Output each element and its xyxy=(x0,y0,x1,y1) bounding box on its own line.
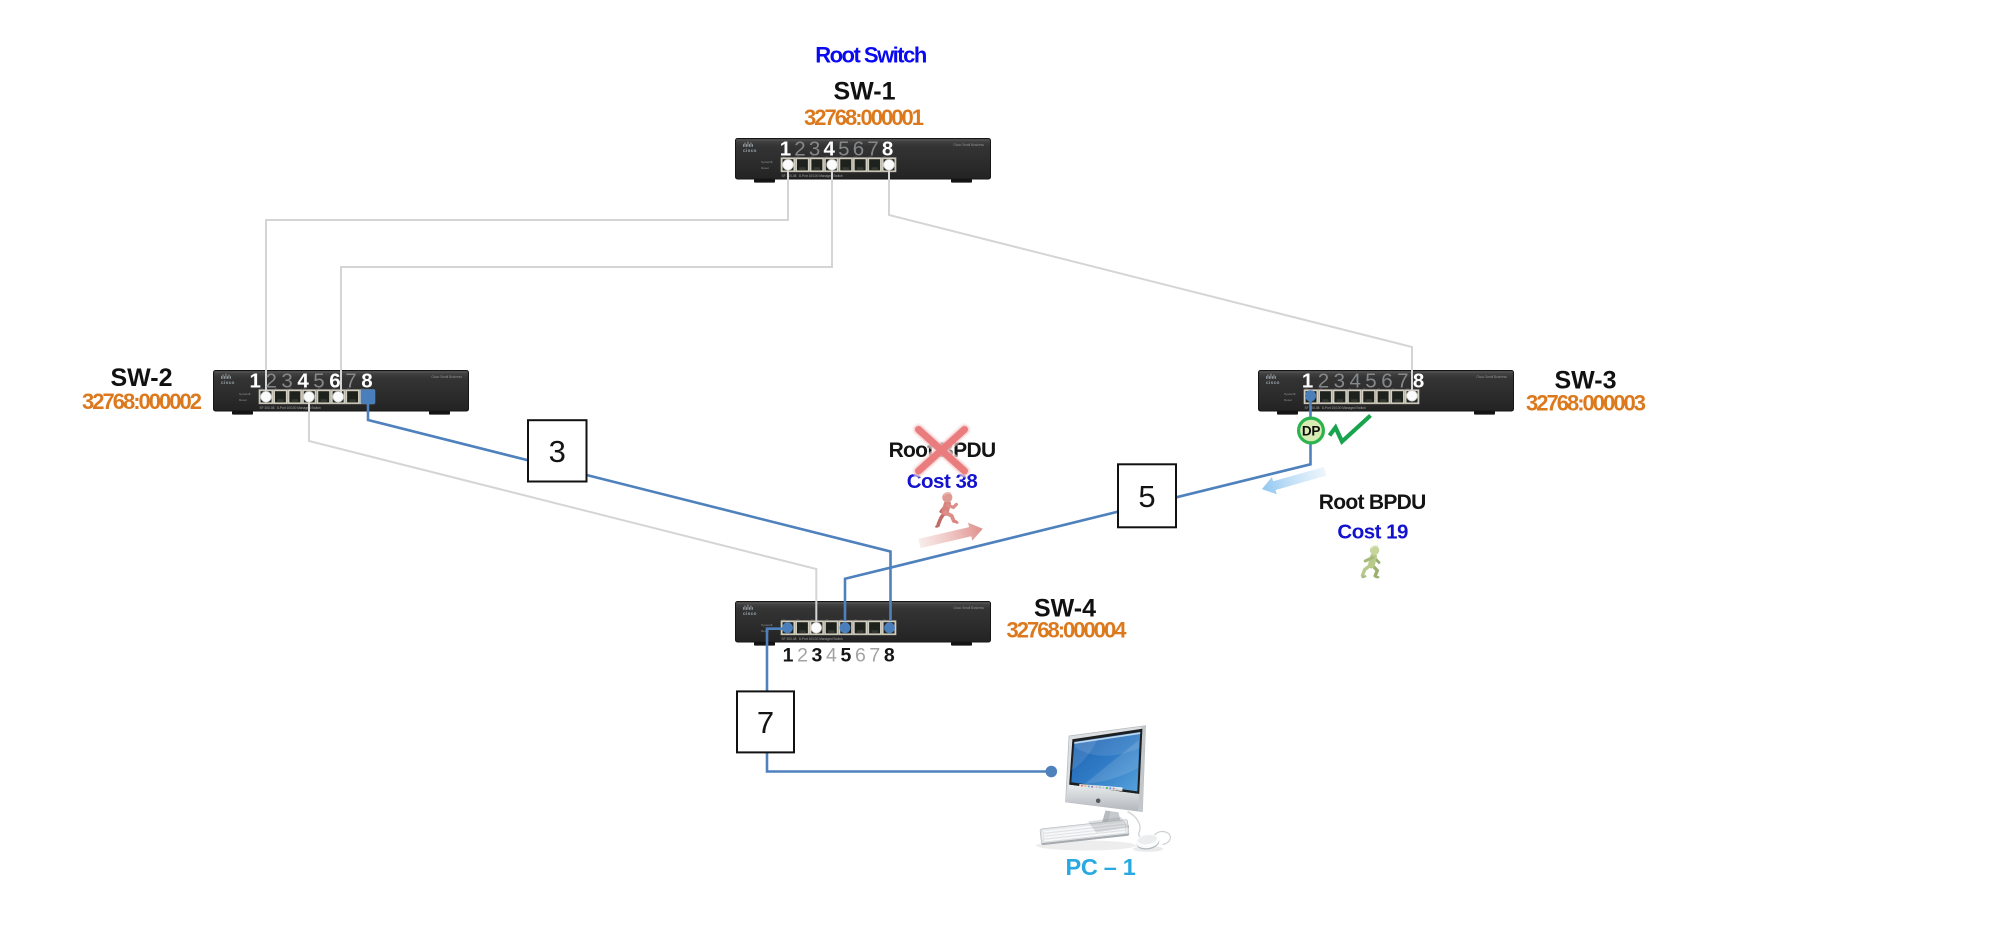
svg-text:32768:000003: 32768:000003 xyxy=(1526,391,1646,416)
svg-text:7: 7 xyxy=(1397,370,1408,393)
svg-text:6: 6 xyxy=(855,645,866,667)
svg-text:6: 6 xyxy=(1381,370,1392,393)
svg-text:1: 1 xyxy=(249,370,260,393)
svg-text:8: 8 xyxy=(882,138,893,161)
svg-text:32768:000001: 32768:000001 xyxy=(804,105,924,130)
svg-text:3: 3 xyxy=(549,434,566,469)
svg-text:Root Switch: Root Switch xyxy=(815,43,927,68)
svg-text:7: 7 xyxy=(757,705,774,740)
svg-text:3: 3 xyxy=(811,645,822,667)
svg-text:6: 6 xyxy=(329,370,340,393)
svg-text:SW-3: SW-3 xyxy=(1555,367,1617,395)
svg-text:Cost 19: Cost 19 xyxy=(1337,520,1408,543)
svg-text:SW-4: SW-4 xyxy=(1034,594,1096,622)
svg-text:7: 7 xyxy=(345,370,356,393)
svg-text:4: 4 xyxy=(826,645,837,667)
svg-text:1: 1 xyxy=(783,645,794,667)
svg-text:32768:000004: 32768:000004 xyxy=(1007,618,1128,643)
svg-text:8: 8 xyxy=(361,370,372,393)
svg-text:6: 6 xyxy=(853,138,864,161)
svg-text:4: 4 xyxy=(297,370,309,393)
svg-text:5: 5 xyxy=(1138,479,1155,514)
svg-text:PC – 1: PC – 1 xyxy=(1065,854,1135,880)
svg-text:2: 2 xyxy=(794,138,805,161)
svg-text:5: 5 xyxy=(840,645,851,667)
svg-text:8: 8 xyxy=(1413,370,1424,393)
svg-text:5: 5 xyxy=(313,370,324,393)
svg-text:SW-2: SW-2 xyxy=(111,364,173,392)
svg-text:8: 8 xyxy=(884,645,895,667)
svg-text:SW-1: SW-1 xyxy=(834,78,896,106)
svg-text:Cost 38: Cost 38 xyxy=(907,470,978,493)
svg-text:2: 2 xyxy=(1318,370,1329,393)
svg-text:4: 4 xyxy=(1349,370,1360,393)
svg-text:7: 7 xyxy=(869,645,880,667)
svg-text:32768:000002: 32768:000002 xyxy=(82,389,202,414)
svg-text:5: 5 xyxy=(1365,370,1376,393)
svg-text:1: 1 xyxy=(1302,370,1313,393)
svg-text:4: 4 xyxy=(823,138,835,161)
svg-text:3: 3 xyxy=(1334,370,1345,393)
svg-text:3: 3 xyxy=(809,138,820,161)
svg-text:1: 1 xyxy=(780,138,791,161)
svg-text:5: 5 xyxy=(838,138,849,161)
svg-text:2: 2 xyxy=(265,370,276,393)
svg-text:3: 3 xyxy=(281,370,292,393)
svg-text:DP: DP xyxy=(1302,424,1320,439)
svg-text:2: 2 xyxy=(797,645,808,667)
svg-text:Root BPDU: Root BPDU xyxy=(1319,491,1426,514)
svg-text:7: 7 xyxy=(867,138,878,161)
